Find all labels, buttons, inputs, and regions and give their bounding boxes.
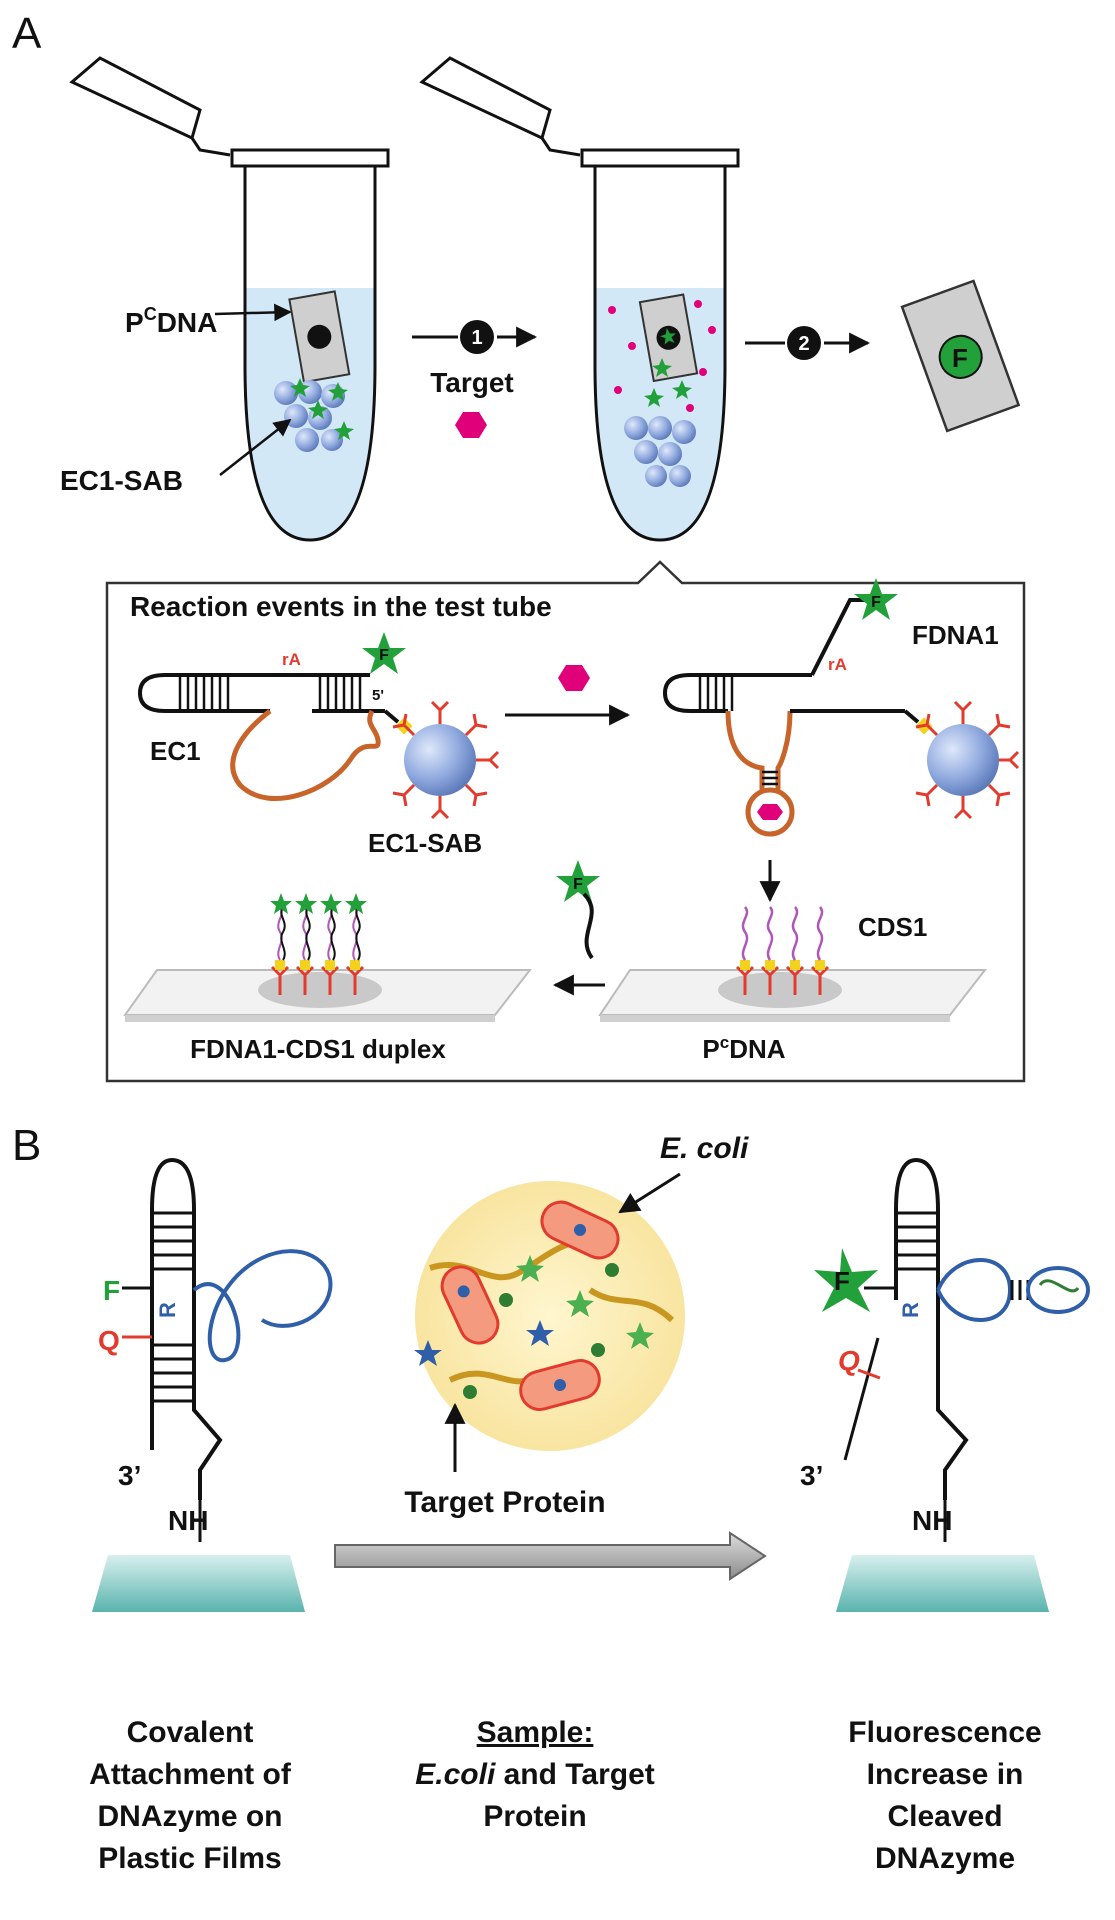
- nh-label-left: NH: [168, 1505, 208, 1536]
- ec1-sab-box-label: EC1-SAB: [368, 828, 482, 858]
- dnazyme-intact: [92, 1157, 333, 1612]
- svg-text:F: F: [871, 594, 881, 611]
- test-tube-2: [419, 56, 740, 542]
- three-prime-label-left: 3’: [118, 1460, 141, 1491]
- pcdna-film-in-tube: [288, 290, 351, 384]
- ec1-sab-bead-right: [915, 700, 1020, 820]
- cleaved-ec1-construct: F: [662, 578, 933, 837]
- reaction-box-title: Reaction events in the test tube: [130, 591, 552, 622]
- ra-label-right: rA: [828, 655, 847, 674]
- panel-b-letter: B: [12, 1121, 41, 1170]
- sample-circle: [414, 1181, 685, 1451]
- three-prime-label-right: 3’: [800, 1460, 823, 1491]
- pcdna-label: PCDNA: [125, 304, 217, 338]
- process-arrow: [334, 1531, 767, 1581]
- ec1-sab-beads: [274, 378, 354, 452]
- svg-text:Fluorescence: Fluorescence: [848, 1716, 1041, 1749]
- step-2-number: 2: [798, 333, 809, 355]
- ecoli-cell-1: [440, 1265, 500, 1345]
- svg-text:Plastic Films: Plastic Films: [98, 1842, 281, 1875]
- svg-text:E.coli and Target: E.coli and Target: [415, 1758, 655, 1791]
- fluorophore-f-label-right: F: [834, 1266, 850, 1296]
- ecoli-cell-3: [519, 1359, 601, 1411]
- svg-text:F: F: [573, 876, 583, 893]
- ribonucleotide-r-label: R: [155, 1302, 180, 1318]
- svg-text:Sample:: Sample:: [477, 1716, 594, 1749]
- fdna1-label: FDNA1: [912, 620, 999, 650]
- svg-text:Covalent: Covalent: [127, 1716, 254, 1749]
- left-caption: Covalent Attachment of DNAzyme on Plasti…: [89, 1716, 292, 1875]
- cds1-label: CDS1: [858, 912, 927, 942]
- svg-text:Attachment of: Attachment of: [89, 1758, 292, 1791]
- pcdna-pointer-arrow: [214, 303, 292, 322]
- ec1-label: EC1: [150, 736, 201, 766]
- ec1-sab-bead-left: [392, 700, 500, 820]
- right-caption: Fluorescence Increase in Cleaved DNAzyme: [848, 1716, 1041, 1875]
- test-tube-1: [69, 56, 390, 542]
- svg-text:Protein: Protein: [483, 1800, 586, 1833]
- duplex-label: FDNA1-CDS1 duplex: [190, 1034, 446, 1064]
- panel-a-letter: A: [12, 9, 42, 58]
- pcdna-box-label: PcDNA: [702, 1033, 785, 1064]
- step-2-arrow: 2: [745, 326, 871, 360]
- fluorophore-f-label: F: [103, 1275, 120, 1306]
- fdna1-strand-free: F: [556, 860, 600, 960]
- target-hexagon: [455, 412, 487, 438]
- quencher-q-label-right: Q: [838, 1345, 860, 1376]
- middle-caption: Sample: E.coli and Target Protein: [415, 1716, 655, 1833]
- dnazyme-cleaved: [814, 1157, 1090, 1612]
- ec1-construct: F: [137, 632, 413, 802]
- target-label: Target: [430, 367, 514, 398]
- fluorescent-film: [900, 279, 1021, 433]
- nh-label-right: NH: [912, 1505, 952, 1536]
- ec1-sab-pointer-arrow: [219, 418, 292, 476]
- step-1-number: 1: [471, 327, 482, 349]
- svg-text:Cleaved: Cleaved: [887, 1800, 1002, 1833]
- svg-text:DNAzyme: DNAzyme: [875, 1842, 1015, 1875]
- film-f-letter: F: [952, 343, 968, 373]
- svg-text:DNAzyme on: DNAzyme on: [97, 1800, 282, 1833]
- pcdna-slide: [598, 906, 988, 1022]
- quencher-q-label: Q: [98, 1325, 120, 1356]
- ra-label-left: rA: [282, 650, 301, 669]
- ec1-sab-label: EC1-SAB: [60, 465, 183, 496]
- duplex-slide: [123, 893, 533, 1022]
- target-protein-label: Target Protein: [404, 1486, 605, 1519]
- five-prime-label: 5': [372, 687, 384, 704]
- ecoli-pointer-arrow: [618, 1172, 681, 1214]
- svg-text:Increase in: Increase in: [867, 1758, 1024, 1791]
- target-hexagon-box: [558, 665, 590, 691]
- svg-text:F: F: [379, 647, 389, 664]
- step-1-arrow: 1: [412, 320, 538, 354]
- ecoli-cell-2: [540, 1200, 620, 1260]
- ecoli-label: E. coli: [660, 1132, 749, 1165]
- ribonucleotide-r-label-right: R: [898, 1302, 923, 1318]
